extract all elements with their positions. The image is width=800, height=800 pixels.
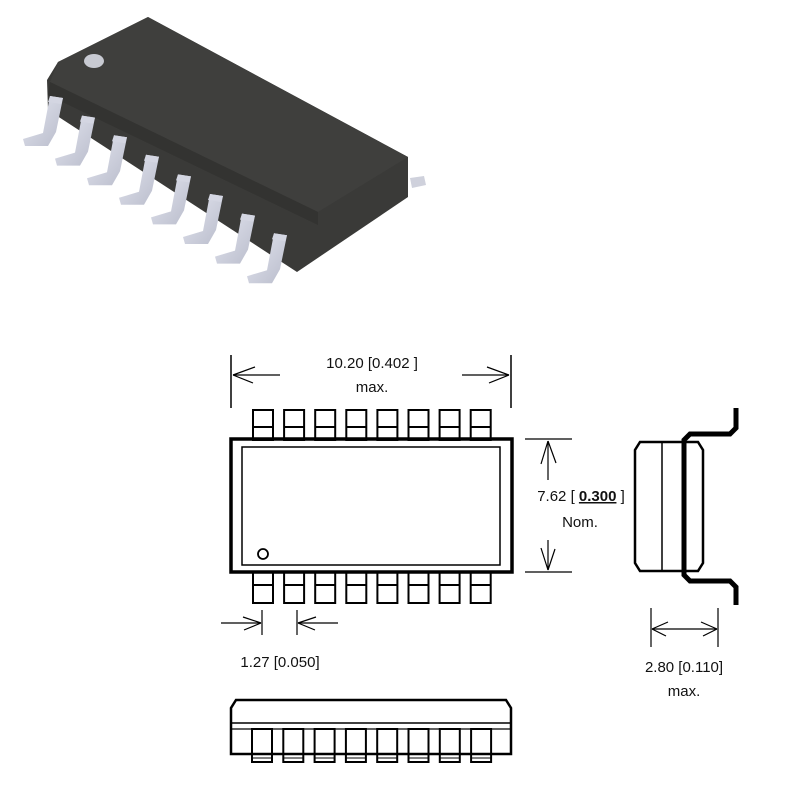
pin [376, 728, 399, 763]
front-view-pins [251, 728, 493, 763]
pin [438, 571, 461, 604]
width-value: 7.62 [ 0.300 ] [537, 488, 625, 505]
side-body-outline [633, 440, 705, 573]
pin [469, 409, 492, 441]
pitch-value: 1.27 [0.050] [240, 654, 319, 671]
pin [407, 571, 430, 604]
pin [283, 571, 306, 604]
pin [251, 728, 273, 763]
pitch-dimension: 1.27 [0.050] [221, 610, 338, 671]
pin [469, 571, 492, 604]
side-lead [681, 408, 739, 605]
pin [407, 728, 430, 763]
pin1-dot [84, 54, 104, 68]
width-value-prefix: 7.62 [ [537, 488, 579, 505]
pin [438, 409, 461, 441]
pin [376, 409, 399, 441]
pin [283, 409, 306, 441]
pin [345, 571, 368, 604]
top-view: 10.20 [0.402 ] max. 7.62 [ 0.300 ] Nom. … [221, 355, 625, 671]
pin [345, 409, 368, 441]
lead-3d [23, 96, 63, 146]
width-dimension: 7.62 [ 0.300 ] Nom. [525, 438, 625, 573]
pin [252, 571, 274, 604]
pin [376, 571, 399, 604]
height-dimension: 2.80 [0.110] max. [645, 608, 723, 700]
pin [438, 728, 461, 763]
lead-3d [215, 213, 255, 264]
pin [470, 728, 493, 763]
length-dimension: 10.20 [0.402 ] max. [230, 355, 512, 408]
lead-3d [247, 233, 287, 284]
width-value-suffix: ] [616, 488, 624, 505]
pin [407, 409, 430, 441]
pin [282, 728, 305, 763]
lead-3d [55, 115, 95, 166]
front-leads [23, 96, 287, 284]
height-note: max. [668, 683, 701, 700]
width-note: Nom. [562, 514, 598, 531]
bottom-pins [252, 571, 492, 604]
body-outline [229, 437, 514, 574]
lead-3d [119, 154, 159, 205]
length-note: max. [356, 379, 389, 396]
lead-3d [87, 135, 127, 186]
lead-3d [151, 174, 191, 225]
pin [314, 409, 337, 441]
front-body-outline [229, 698, 513, 756]
pin [252, 409, 274, 441]
height-value: 2.80 [0.110] [645, 659, 723, 676]
chip-front-bevel [48, 82, 318, 225]
front-view [229, 698, 513, 763]
chip-3d-render [23, 17, 426, 284]
width-value-emph: 0.300 [579, 488, 617, 505]
pin1-marker [257, 548, 269, 560]
pin [313, 728, 336, 763]
pin [344, 728, 367, 763]
top-pins [252, 409, 492, 441]
chip-top-face [50, 17, 408, 212]
back-lead [410, 176, 426, 188]
pin [314, 571, 337, 604]
body-inner-outline [241, 446, 501, 566]
lead-3d [183, 194, 223, 244]
side-view: 2.80 [0.110] max. [633, 408, 739, 700]
length-value: 10.20 [0.402 ] [326, 355, 418, 372]
